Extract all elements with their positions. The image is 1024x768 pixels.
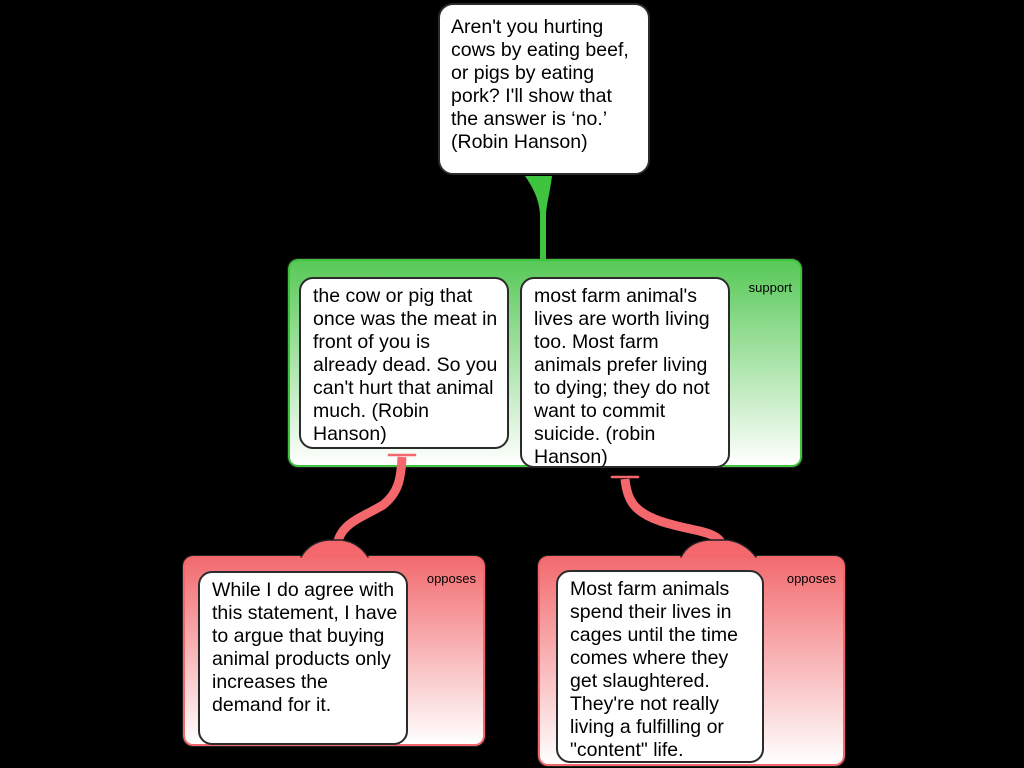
oppose-group-right-label: opposes bbox=[786, 571, 836, 586]
support-connector bbox=[525, 176, 552, 261]
objection-node-left[interactable]: While I do agree with this statement, I … bbox=[198, 571, 408, 745]
root-claim-text: Aren't you hurting cows by eating beef, … bbox=[451, 16, 629, 153]
support-group-label: support bbox=[748, 280, 792, 295]
oppose-connector-left-foot bbox=[300, 539, 369, 558]
root-claim-node[interactable]: Aren't you hurting cows by eating beef, … bbox=[438, 3, 650, 175]
oppose-group-right[interactable]: opposes Most farm animals spend their li… bbox=[537, 555, 846, 767]
oppose-connector-right bbox=[620, 478, 729, 552]
support-premise-node-2[interactable]: most farm animal's lives are worth livin… bbox=[520, 277, 730, 468]
oppose-group-left[interactable]: opposes While I do agree with this state… bbox=[182, 555, 486, 747]
oppose-group-left-label: opposes bbox=[426, 571, 476, 586]
objection-text-left: While I do agree with this statement, I … bbox=[212, 579, 398, 716]
support-group[interactable]: support the cow or pig that once was the… bbox=[287, 258, 803, 468]
objection-text-right: Most farm animals spend their lives in c… bbox=[570, 578, 739, 761]
support-premise-text-1: the cow or pig that once was the meat in… bbox=[313, 285, 498, 445]
support-premise-text-2: most farm animal's lives are worth livin… bbox=[534, 285, 710, 468]
objection-node-right[interactable]: Most farm animals spend their lives in c… bbox=[556, 570, 764, 763]
support-premise-node-1[interactable]: the cow or pig that once was the meat in… bbox=[299, 277, 509, 449]
oppose-connector-left bbox=[331, 456, 407, 552]
oppose-connector-right-foot bbox=[680, 539, 757, 558]
